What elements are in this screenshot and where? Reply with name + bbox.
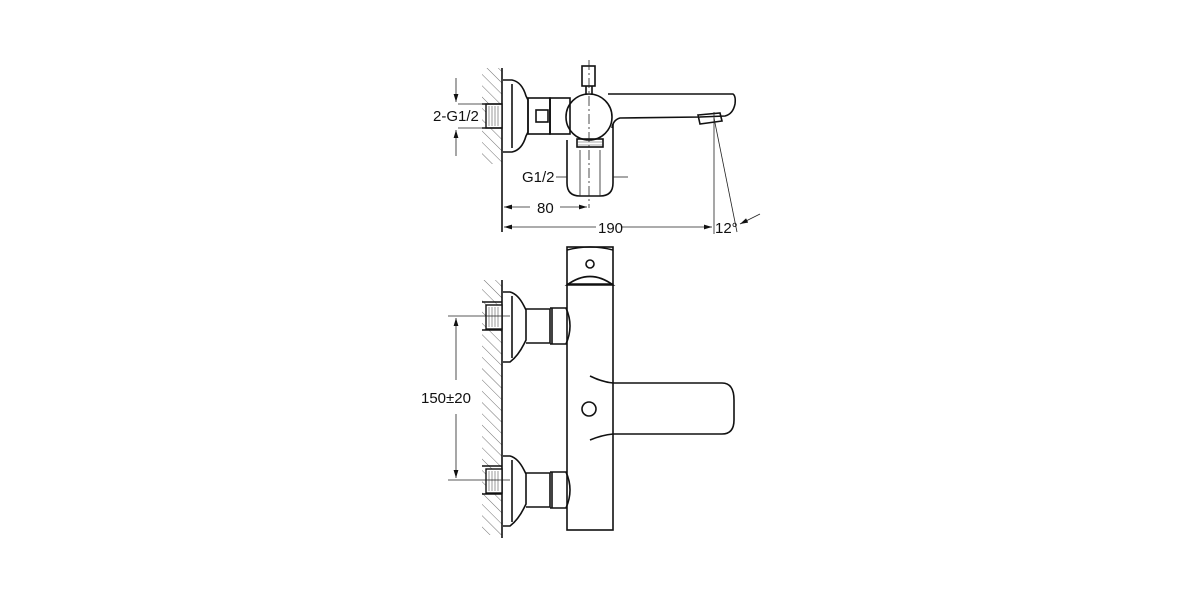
front-view: 150±20 xyxy=(421,246,735,538)
lower-escutcheon xyxy=(503,455,527,527)
lower-body xyxy=(566,124,614,197)
dim-angle: 12° xyxy=(715,220,738,237)
inlet-thread xyxy=(485,103,503,129)
diverter-indicator xyxy=(585,259,595,269)
control-button xyxy=(581,401,597,417)
dim-190: 190 xyxy=(598,220,623,237)
spout xyxy=(608,93,737,129)
upper-escutcheon xyxy=(503,291,527,363)
dim-outlet-thread: G1/2 xyxy=(522,169,555,186)
mixer-body-front xyxy=(566,246,614,531)
aerator xyxy=(697,112,723,125)
escutcheon xyxy=(503,79,529,153)
connector xyxy=(527,97,551,135)
side-view: 2-G1/2 G1/2 80 190 12° xyxy=(433,60,761,237)
dim-80: 80 xyxy=(537,200,554,217)
spout-front xyxy=(589,375,735,441)
dim-inlet-spacing: 150±20 xyxy=(421,390,471,407)
diverter-knob xyxy=(581,65,596,87)
dim-inlet-thread: 2-G1/2 xyxy=(433,108,479,125)
